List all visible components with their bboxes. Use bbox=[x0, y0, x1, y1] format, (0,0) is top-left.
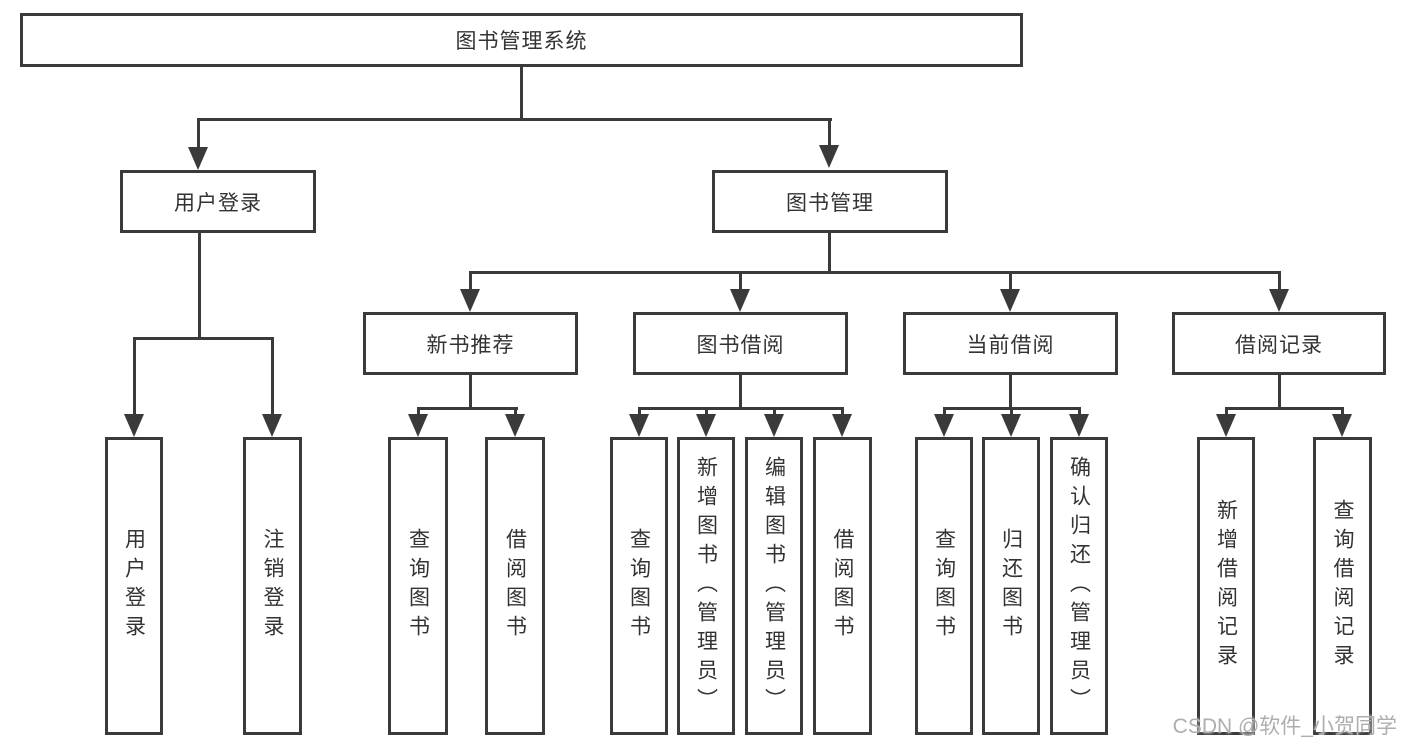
leaf-label: 新增借阅记录 bbox=[1214, 499, 1238, 673]
node-library-management-system: 图书管理系统 bbox=[20, 13, 1023, 67]
connector-stem-leaf bbox=[1341, 407, 1344, 417]
arrow-down-icon bbox=[819, 145, 839, 168]
leaf-add-books-admin: 新增图书（管理员） bbox=[677, 437, 735, 735]
arrow-down-icon bbox=[505, 414, 525, 437]
connector-stem-book-management bbox=[828, 118, 831, 148]
leaf-label: 编辑图书（管理员） bbox=[762, 455, 786, 717]
arrow-down-icon bbox=[1216, 414, 1236, 437]
connector-stem-leaf bbox=[514, 407, 517, 417]
csdn-watermark: CSDN @软件_小贺同学 bbox=[1172, 715, 1397, 738]
node-new-book-recommendation: 新书推荐 bbox=[363, 312, 578, 375]
connector-stem-leaf bbox=[271, 337, 274, 417]
connector-stem-borrow-records bbox=[1278, 271, 1281, 293]
connector-root-trunk bbox=[520, 67, 523, 120]
arrow-down-icon bbox=[1069, 414, 1089, 437]
arrow-down-icon bbox=[188, 147, 208, 170]
leaf-label: 查询图书 bbox=[406, 528, 430, 644]
arrow-down-icon bbox=[832, 414, 852, 437]
node-label: 借阅记录 bbox=[1235, 333, 1323, 357]
connector-current-borrow-trunk bbox=[1009, 375, 1012, 410]
arrow-down-icon bbox=[1332, 414, 1352, 437]
connector-borrow-records-branch bbox=[1225, 407, 1344, 410]
leaf-query-books-borrow: 查询图书 bbox=[610, 437, 668, 735]
leaf-label: 归还图书 bbox=[999, 528, 1023, 644]
connector-stem-leaf bbox=[773, 407, 776, 417]
leaf-label: 借阅图书 bbox=[503, 528, 527, 644]
arrow-down-icon bbox=[696, 414, 716, 437]
node-label: 图书借阅 bbox=[696, 333, 785, 357]
arrow-down-icon bbox=[1269, 289, 1289, 312]
arrow-down-icon bbox=[629, 414, 649, 437]
connector-stem-current-borrow bbox=[1009, 271, 1012, 293]
connector-stem-leaf bbox=[943, 407, 946, 417]
leaf-add-borrow-record: 新增借阅记录 bbox=[1197, 437, 1255, 735]
leaf-logout: 注销登录 bbox=[243, 437, 302, 735]
node-user-login: 用户登录 bbox=[120, 170, 316, 233]
node-book-borrowing: 图书借阅 bbox=[633, 312, 848, 375]
arrow-down-icon bbox=[460, 289, 480, 312]
leaf-label: 查询图书 bbox=[932, 528, 956, 644]
leaf-label: 查询图书 bbox=[627, 528, 651, 644]
connector-book-borrow-trunk bbox=[739, 375, 742, 410]
node-borrowing-records: 借阅记录 bbox=[1172, 312, 1386, 375]
connector-stem-leaf bbox=[638, 407, 641, 417]
node-label: 当前借阅 bbox=[966, 333, 1055, 357]
connector-root-branch bbox=[197, 118, 832, 121]
connector-book-management-trunk bbox=[828, 233, 831, 274]
node-label: 图书管理系统 bbox=[455, 30, 588, 53]
node-label: 图书管理 bbox=[786, 191, 874, 215]
leaf-edit-books-admin: 编辑图书（管理员） bbox=[745, 437, 803, 735]
connector-book-borrow-branch bbox=[638, 407, 844, 410]
arrow-down-icon bbox=[764, 414, 784, 437]
connector-stem-user-login bbox=[197, 118, 200, 150]
connector-borrow-records-trunk bbox=[1278, 375, 1281, 410]
node-label: 新书推荐 bbox=[426, 333, 515, 357]
leaf-user-login: 用户登录 bbox=[105, 437, 163, 735]
leaf-label: 借阅图书 bbox=[831, 528, 854, 644]
connector-stem-leaf bbox=[133, 337, 136, 417]
node-label: 用户登录 bbox=[174, 191, 262, 215]
arrow-down-icon bbox=[1001, 414, 1021, 437]
leaf-confirm-return-admin: 确认归还（管理员） bbox=[1050, 437, 1108, 735]
leaf-return-books: 归还图书 bbox=[982, 437, 1040, 735]
leaf-borrow-books-recommend: 借阅图书 bbox=[485, 437, 545, 735]
arrow-down-icon bbox=[262, 414, 282, 437]
leaf-borrow-books: 借阅图书 bbox=[813, 437, 872, 735]
connector-new-book-trunk bbox=[469, 375, 472, 410]
node-book-management: 图书管理 bbox=[712, 170, 948, 233]
leaf-query-books-current: 查询图书 bbox=[915, 437, 973, 735]
connector-stem-leaf bbox=[1010, 407, 1013, 417]
leaf-label: 查询借阅记录 bbox=[1331, 499, 1354, 673]
connector-user-login-trunk bbox=[198, 233, 201, 340]
arrow-down-icon bbox=[934, 414, 954, 437]
connector-stem-leaf bbox=[705, 407, 708, 417]
arrow-down-icon bbox=[408, 414, 428, 437]
leaf-label: 注销登录 bbox=[261, 528, 284, 644]
leaf-query-borrow-record: 查询借阅记录 bbox=[1313, 437, 1372, 735]
connector-user-login-branch bbox=[133, 337, 274, 340]
leaf-label: 新增图书（管理员） bbox=[694, 455, 718, 717]
leaf-label: 用户登录 bbox=[122, 528, 146, 644]
connector-stem-leaf bbox=[1078, 407, 1081, 417]
connector-stem-new-book bbox=[469, 271, 472, 293]
arrow-down-icon bbox=[730, 289, 750, 312]
connector-stem-leaf bbox=[1225, 407, 1228, 417]
node-current-borrowing: 当前借阅 bbox=[903, 312, 1118, 375]
connector-stem-book-borrow bbox=[739, 271, 742, 293]
connector-new-book-branch bbox=[417, 407, 518, 410]
leaf-label: 确认归还（管理员） bbox=[1067, 455, 1091, 717]
connector-book-management-branch bbox=[469, 271, 1281, 274]
arrow-down-icon bbox=[124, 414, 144, 437]
connector-stem-leaf bbox=[417, 407, 420, 417]
leaf-query-books-recommend: 查询图书 bbox=[388, 437, 448, 735]
connector-stem-leaf bbox=[841, 407, 844, 417]
arrow-down-icon bbox=[1000, 289, 1020, 312]
